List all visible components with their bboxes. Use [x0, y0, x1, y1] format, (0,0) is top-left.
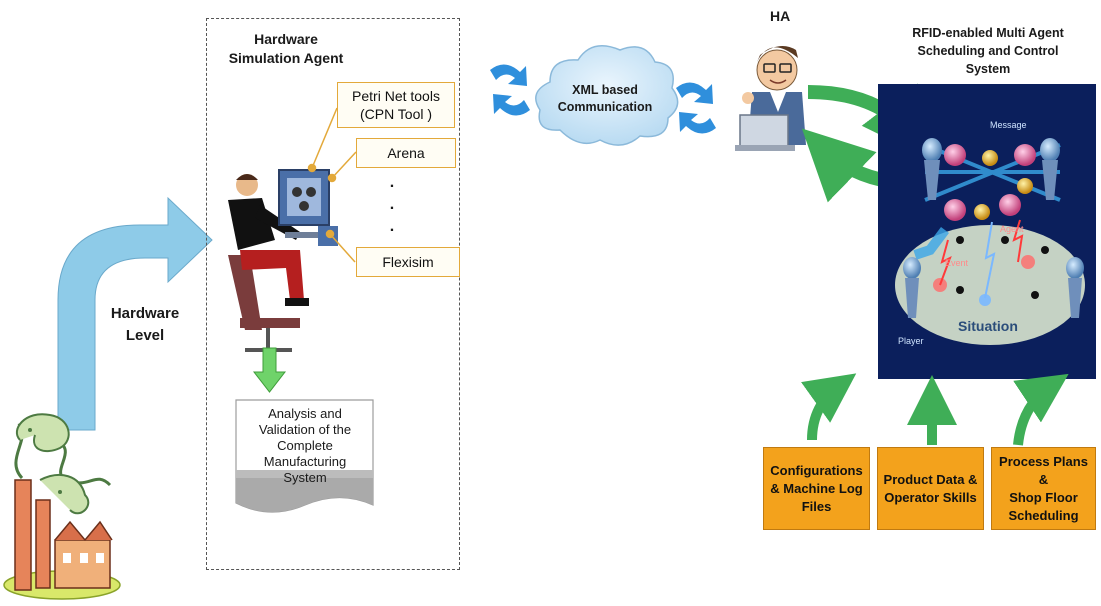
sync-arrows-left	[490, 64, 530, 116]
hardware-level-arrow	[57, 196, 213, 431]
analysis-document-shape	[235, 399, 374, 513]
panel-label-event: Event	[945, 258, 969, 268]
hsa-title-line1: Hardware	[254, 31, 318, 47]
tool-flexisim-label: Flexisim	[382, 254, 434, 270]
tool-petri-net-line1: Petri Net tools	[352, 88, 440, 104]
config-line1: Configurations	[770, 462, 863, 478]
hardware-level-line1: Hardware	[110, 305, 180, 322]
tool-arena-label: Arena	[387, 145, 425, 161]
config-line2: & Machine Log	[770, 480, 863, 496]
config-line3: Files	[801, 498, 832, 514]
xml-communication-cloud	[535, 45, 679, 146]
process-line1: Process Plans &	[999, 453, 1088, 487]
tool-connectors	[307, 107, 357, 263]
panel-label-agent: Agent	[1000, 224, 1024, 234]
rfid-title-line1: RFID-enabled Multi Agent	[912, 26, 1064, 40]
down-arrow	[252, 347, 287, 393]
process-line2: Shop Floor	[1009, 489, 1078, 505]
ellipsis-dot-2: .	[389, 196, 395, 213]
hardware-simulation-agent-box	[206, 18, 460, 570]
product-line1: Product Data &	[883, 471, 978, 487]
sync-arrows-right	[676, 82, 716, 134]
input-arrows	[801, 373, 1069, 446]
xml-communication-label: XML based Communication	[550, 82, 660, 116]
ha-person-icon	[735, 46, 806, 151]
xml-line1: XML based	[572, 83, 638, 97]
rfid-title-line3: System	[965, 62, 1011, 76]
panel-label-situation: Situation	[958, 318, 1018, 334]
input-box-configurations: Configurations & Machine Log Files	[763, 447, 870, 530]
factory-icon	[3, 413, 121, 600]
rfid-scheduling-panel	[878, 84, 1096, 379]
analysis-document-text: Analysis and Validation of the Complete …	[240, 406, 370, 486]
process-line3: Scheduling	[1008, 507, 1079, 523]
input-box-process-plans: Process Plans & Shop Floor Scheduling	[991, 447, 1096, 530]
rfid-system-title: RFID-enabled Multi Agent Scheduling and …	[880, 24, 1096, 78]
doc-line-5: System	[283, 470, 327, 485]
tool-box-petri-net: Petri Net tools (CPN Tool )	[337, 82, 455, 128]
tool-box-flexisim: Flexisim	[356, 247, 460, 277]
tool-box-arena: Arena	[356, 138, 456, 168]
xml-line2: Communication	[557, 100, 653, 114]
tool-petri-net-line2: (CPN Tool )	[359, 106, 433, 122]
ellipsis-dot-3: .	[389, 218, 395, 235]
hardware-level-line2: Level	[125, 327, 165, 344]
tool-ellipsis: . . .	[386, 172, 398, 238]
product-line2: Operator Skills	[884, 489, 977, 505]
doc-line-4: Manufacturing	[263, 454, 347, 469]
doc-line-1: Analysis and	[268, 406, 342, 421]
rfid-title-line2: Scheduling and Control	[917, 44, 1059, 58]
panel-label-player: Player	[898, 336, 924, 346]
hsa-title-line2: Simulation Agent	[228, 50, 344, 66]
panel-label-message: Message	[990, 120, 1027, 130]
input-box-product-data: Product Data & Operator Skills	[877, 447, 984, 530]
ha-label: HA	[770, 8, 791, 24]
doc-line-2: Validation of the	[258, 422, 352, 437]
hardware-level-label: Hardware Level	[95, 303, 195, 347]
ellipsis-dot-1: .	[389, 174, 395, 191]
hardware-simulation-agent-title: Hardware Simulation Agent	[226, 30, 346, 68]
doc-line-3: Complete	[277, 438, 333, 453]
